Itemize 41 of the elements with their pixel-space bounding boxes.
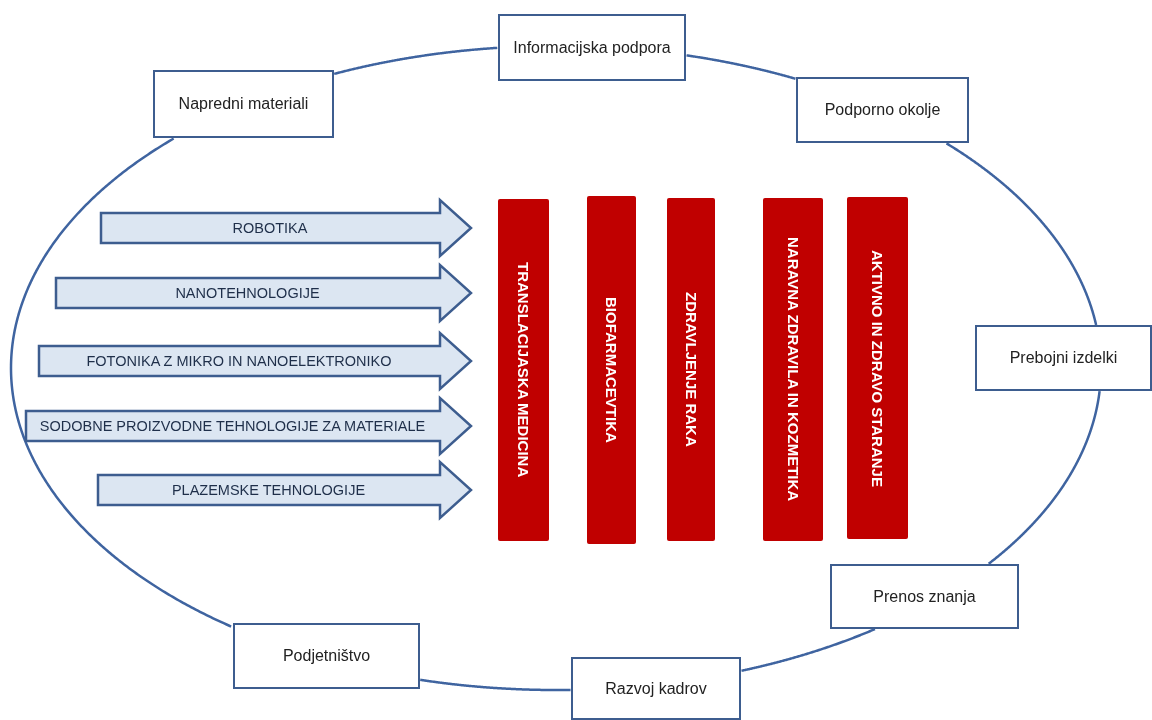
text-box <box>975 325 1152 391</box>
bar-label: BIOFARMACEVTIKA <box>603 297 620 443</box>
connector-line <box>945 142 1098 326</box>
category-bar <box>587 196 636 544</box>
connector-line <box>9 137 232 628</box>
box-label: Podjetništvo <box>281 646 372 667</box>
box-label: Prenos znanja <box>872 586 977 607</box>
topic-banner <box>55 264 472 322</box>
arrow-label: NANOTEHNOLOGIJE <box>175 285 320 301</box>
arrow-label: SODOBNE PROIZVODNE TEHNOLOGIJE ZA MATERIALE <box>39 418 426 434</box>
connector-line <box>419 678 571 692</box>
bar-label: NARAVNA ZDRAVILA IN KOZMETIKA <box>784 237 802 502</box>
category-bar <box>847 197 908 539</box>
arrow-label: FOTONIKA Z MIKRO IN NANOELEKTRONIKO <box>86 353 392 369</box>
text-box <box>571 657 741 720</box>
text-box <box>153 70 334 138</box>
text-box <box>796 77 969 143</box>
arrow-label: ROBOTIKA <box>232 220 308 236</box>
category-bar <box>667 198 715 541</box>
box-label: Razvoj kadrov <box>604 678 708 699</box>
topic-banner <box>25 397 472 455</box>
bar-label: ZDRAVLJENJE RAKA <box>682 292 700 447</box>
arrow-label: PLAZEMSKE TEHNOLOGIJE <box>171 482 366 498</box>
category-bar <box>763 198 823 541</box>
text-box <box>498 14 686 81</box>
connector-line <box>333 46 498 76</box>
text-box <box>830 564 1019 629</box>
connector-line <box>686 54 796 80</box>
topic-banner <box>100 199 472 257</box>
connector-line <box>987 390 1101 565</box>
text-box <box>233 623 420 689</box>
box-label: Podporno okolje <box>823 100 942 121</box>
bar-label: AKTIVNO IN ZDRAVO STARANJE <box>869 249 886 487</box>
connector-line <box>741 627 876 672</box>
topic-banner <box>38 332 472 390</box>
topic-banner <box>97 461 472 519</box>
box-label: Informacijska podpora <box>512 37 672 58</box>
box-label: Prebojni izdelki <box>1008 348 1119 369</box>
category-bar <box>498 199 549 541</box>
box-label: Napredni materiali <box>177 94 310 115</box>
bar-label: TRANSLACIJASKA MEDICINA <box>515 262 532 478</box>
